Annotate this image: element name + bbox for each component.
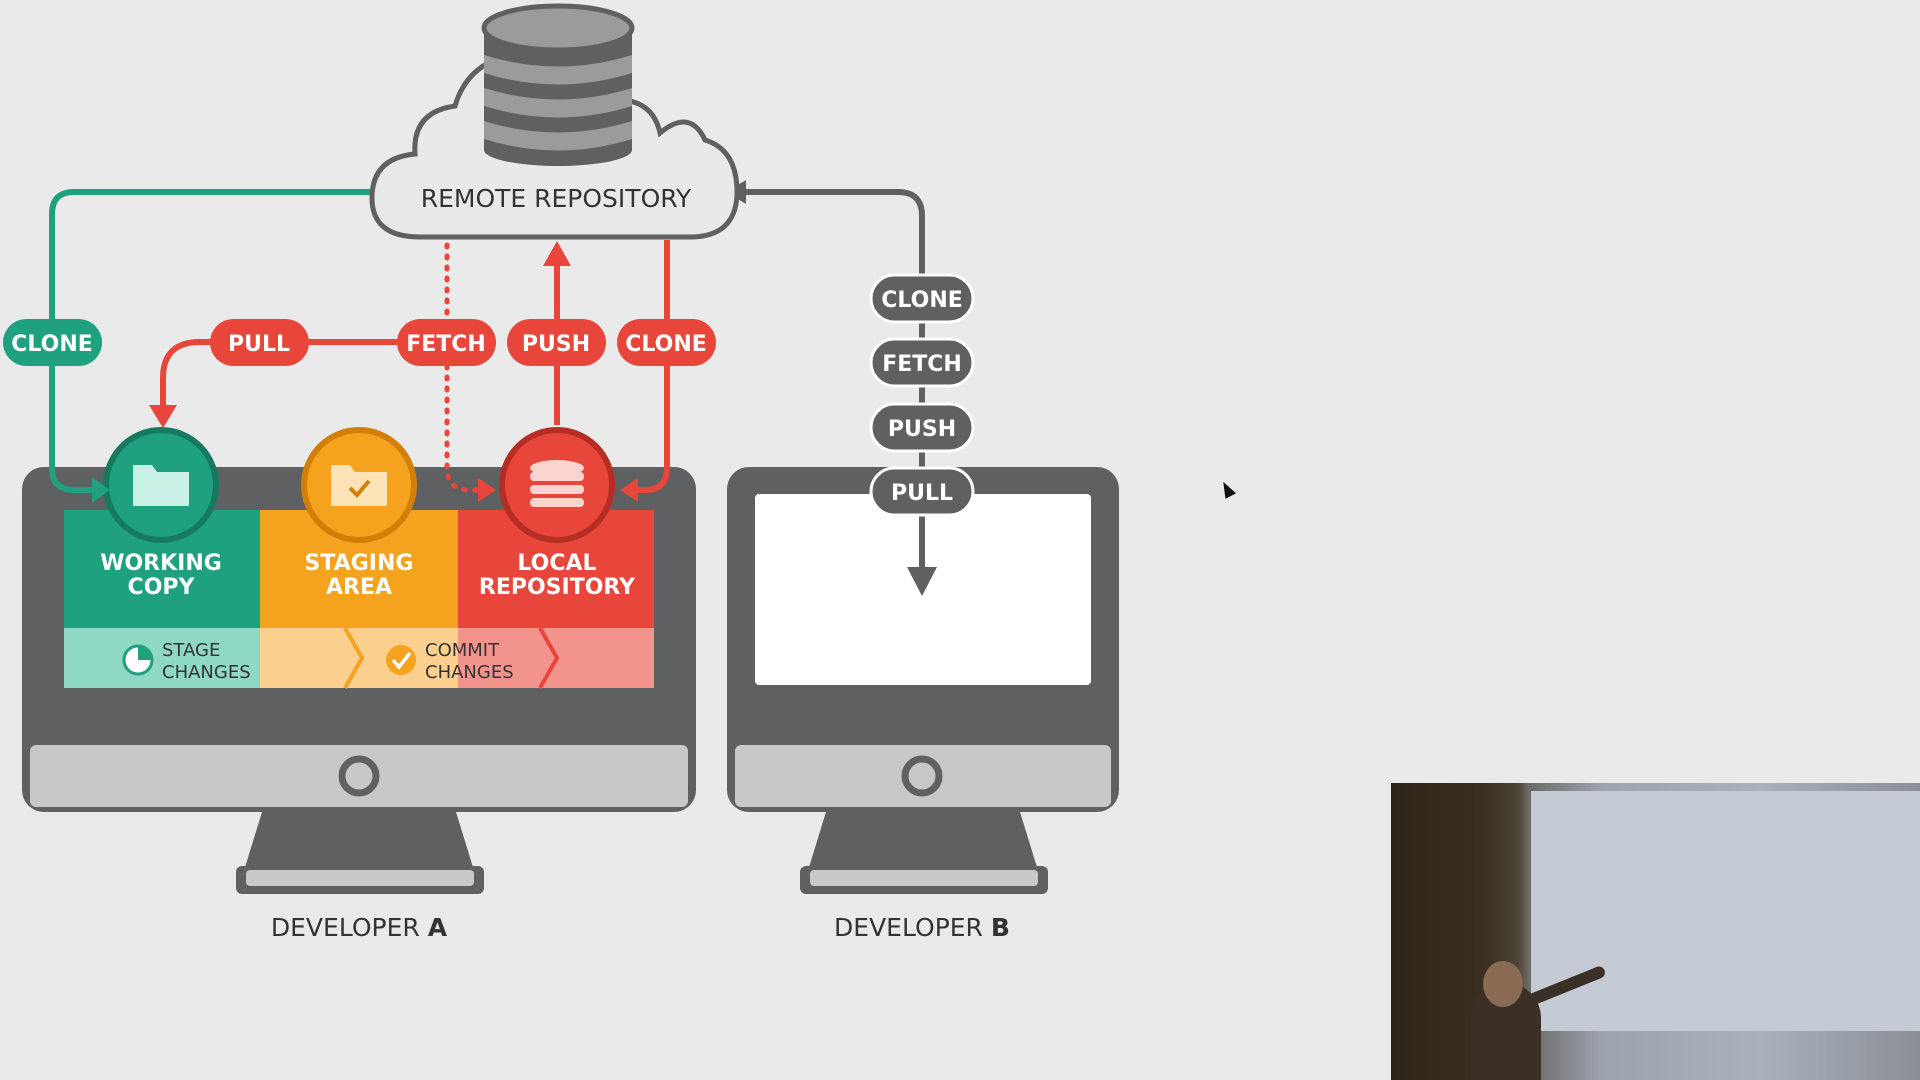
pull-arrowhead xyxy=(149,405,177,428)
pull-pill: PULL xyxy=(210,319,309,366)
working-copy-label-1: WORKING xyxy=(100,551,222,576)
dev-b-pull-pill: PULL xyxy=(869,466,975,517)
clone-arrowhead xyxy=(92,477,110,503)
developer-b-line xyxy=(746,189,925,570)
clone-line-red xyxy=(636,240,670,493)
database-icon xyxy=(481,3,635,166)
working-copy-label-2: COPY xyxy=(128,575,196,600)
developer-a-caption: DEVELOPER A xyxy=(271,913,448,942)
clone-pill: CLONE xyxy=(3,319,102,366)
clone-red-arrowhead xyxy=(620,478,638,502)
dev-b-fetch-label: FETCH xyxy=(882,352,962,377)
presenter-head xyxy=(1483,961,1523,1007)
stage-changes-label-2: CHANGES xyxy=(162,662,251,683)
developer-b-caption: DEVELOPER B xyxy=(834,913,1010,942)
local-repository-icon xyxy=(499,427,615,543)
working-copy-icon xyxy=(103,427,219,543)
clone-label: CLONE xyxy=(11,332,93,357)
commit-changes-label-2: CHANGES xyxy=(425,662,514,683)
commit-changes-icon xyxy=(386,645,416,675)
commit-changes-label-1: COMMIT xyxy=(425,640,500,661)
fetch-arrowhead xyxy=(478,478,496,502)
remote-repository-label: REMOTE REPOSITORY xyxy=(421,184,692,213)
pull-label: PULL xyxy=(228,332,290,357)
local-repository-label-1: LOCAL xyxy=(517,551,596,576)
fetch-label: FETCH xyxy=(406,332,486,357)
dev-b-fetch-pill: FETCH xyxy=(869,337,975,388)
dev-b-push-pill: PUSH xyxy=(869,402,975,453)
staging-area-label-1: STAGING xyxy=(305,551,414,576)
clone-right-label: CLONE xyxy=(625,332,707,357)
fetch-pill: FETCH xyxy=(397,319,496,366)
projected-slide-thumbnail xyxy=(1531,791,1920,1031)
push-arrowhead xyxy=(543,241,571,266)
fetch-line xyxy=(444,242,483,493)
pull-line xyxy=(160,339,420,408)
local-repository-label-2: REPOSITORY xyxy=(479,575,636,600)
dev-b-push-label: PUSH xyxy=(888,417,956,442)
staging-area-label-2: AREA xyxy=(326,575,392,600)
staging-area-icon xyxy=(301,427,417,543)
clone-right-pill: CLONE xyxy=(617,319,716,366)
push-pill: PUSH xyxy=(507,319,606,366)
developer-b-arrowhead xyxy=(907,567,937,596)
stage-changes-label-1: STAGE xyxy=(162,640,220,661)
dev-b-clone-pill: CLONE xyxy=(869,273,975,324)
dev-b-clone-label: CLONE xyxy=(881,288,963,313)
presenter-webcam-overlay xyxy=(1391,783,1920,1080)
push-label: PUSH xyxy=(522,332,590,357)
dev-b-pull-label: PULL xyxy=(891,481,953,506)
stage-changes-icon xyxy=(122,644,154,676)
